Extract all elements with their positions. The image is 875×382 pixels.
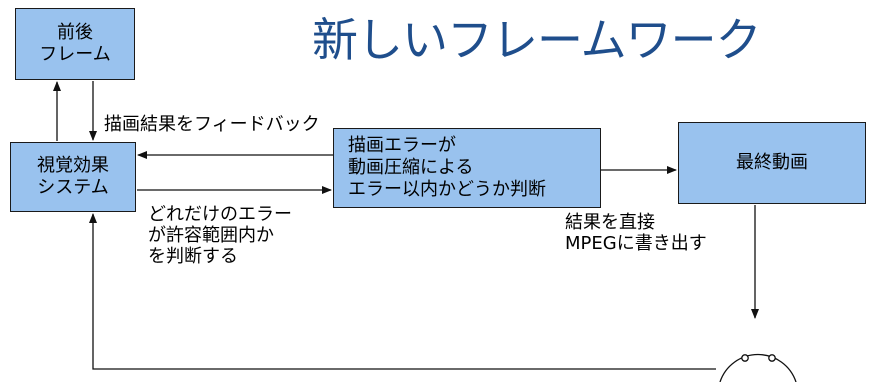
page-title: 新しいフレームワーク [312, 13, 762, 67]
error-tolerance-label: どれだけのエラー が許容範囲内か を判断する [148, 204, 292, 267]
feedback-label: 描画結果をフィードバック [104, 114, 320, 135]
surrounding-frames-node: 前後 フレーム [15, 8, 135, 80]
write-mpeg-label: 結果を直接 MPEGに書き出す [565, 212, 707, 254]
viewer-face-icon [719, 353, 797, 382]
arrow-viewer-to-system [89, 213, 716, 370]
render-error-node: 描画エラーが 動画圧縮による エラー以内かどうか判断 [333, 128, 601, 208]
vfx-system-node: 視覚効果 システム [10, 142, 136, 212]
final-video-node: 最終動画 [678, 122, 866, 204]
